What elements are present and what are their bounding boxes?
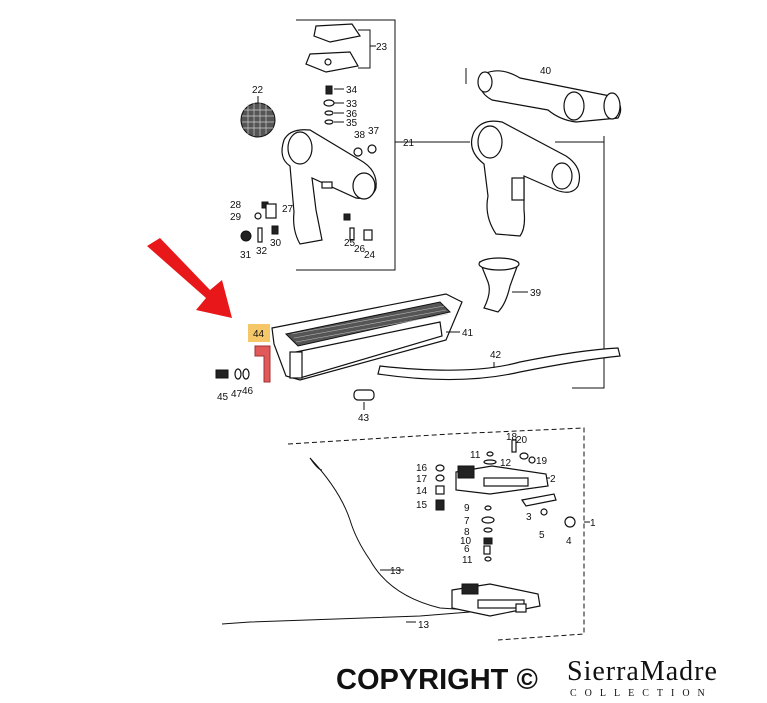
callout-44-highlight <box>248 324 270 342</box>
callout-40: 40 <box>540 66 552 77</box>
callout-32: 32 <box>256 246 268 257</box>
callout-30: 30 <box>270 238 282 249</box>
bracket-44 <box>254 345 271 383</box>
gasket-23-bottom <box>305 51 359 73</box>
callout-43: 43 <box>358 413 370 424</box>
callout-9: 9 <box>464 503 470 514</box>
brand-sub: COLLECTION <box>570 688 713 699</box>
gasket-23-top <box>313 23 361 43</box>
callout-2: 2 <box>550 474 556 485</box>
callout-6: 6 <box>464 544 470 555</box>
callout-36: 36 <box>346 109 358 120</box>
callout-35: 35 <box>346 118 358 129</box>
intake-housing-left <box>281 129 377 245</box>
callout-11-upper: 11 <box>470 450 481 461</box>
callout-38: 38 <box>354 130 366 141</box>
hardware-6-20 <box>435 439 536 562</box>
callout-15: 15 <box>416 500 428 511</box>
highlight-arrow <box>147 238 232 318</box>
callout-14: 14 <box>416 486 428 497</box>
callout-4: 4 <box>566 536 572 547</box>
callout-39: 39 <box>530 288 542 299</box>
callout-28: 28 <box>230 200 242 211</box>
air-cleaner-41 <box>271 293 463 381</box>
hose-42 <box>377 347 621 381</box>
boot-39 <box>478 257 520 313</box>
callout-19: 19 <box>536 456 548 467</box>
callout-37: 37 <box>368 126 380 137</box>
callout-18: 18 <box>506 432 518 443</box>
callout-20: 20 <box>516 435 528 446</box>
hardware-33-36 <box>323 85 335 125</box>
callout-47: 47 <box>231 389 243 400</box>
callout-13-lower: 13 <box>418 620 430 631</box>
callout-17: 17 <box>416 474 428 485</box>
cable-13 <box>309 457 471 611</box>
callout-27: 27 <box>282 204 294 215</box>
latch-assembly-lower <box>451 583 541 617</box>
callout-21: 21 <box>403 138 415 149</box>
nut-37 <box>367 144 377 154</box>
callout-26: 26 <box>354 244 366 255</box>
brand-logo: SierraMadre <box>567 656 718 687</box>
mesh-screen-22 <box>240 102 276 138</box>
lower-outline <box>287 427 585 641</box>
callout-34: 34 <box>346 85 358 96</box>
bracket-21 <box>296 19 396 271</box>
hardware-24-32 <box>240 201 373 243</box>
callout-33: 33 <box>346 99 358 110</box>
washer-38 <box>353 147 363 157</box>
tube-40 <box>477 70 622 123</box>
callout-8: 8 <box>464 527 470 538</box>
plug-43 <box>353 389 375 401</box>
callout-5: 5 <box>539 530 545 541</box>
bracket-right <box>572 136 605 389</box>
callout-29: 29 <box>230 212 242 223</box>
callout-31: 31 <box>240 250 252 261</box>
callout-45: 45 <box>217 392 229 403</box>
callout-44: 44 <box>253 329 265 340</box>
callout-13-upper: 13 <box>390 566 402 577</box>
callout-10: 10 <box>460 536 472 547</box>
callout-46: 46 <box>242 386 254 397</box>
latch-assembly-upper <box>455 465 576 528</box>
callout-3: 3 <box>526 512 532 523</box>
callout-42: 42 <box>490 350 502 361</box>
bracket-23 <box>358 29 371 69</box>
callout-11-lower: 11 <box>462 555 473 566</box>
callout-23: 23 <box>376 42 388 53</box>
callout-7: 7 <box>464 516 470 527</box>
callout-1: 1 <box>590 518 596 529</box>
intake-housing-right <box>471 120 581 237</box>
copyright-text: COPYRIGHT © <box>336 664 538 696</box>
callout-16: 16 <box>416 463 428 474</box>
hardware-45-47 <box>215 368 250 380</box>
callout-41: 41 <box>462 328 474 339</box>
callout-12: 12 <box>500 458 512 469</box>
callout-25: 25 <box>344 238 356 249</box>
callout-22: 22 <box>252 85 264 96</box>
callout-24: 24 <box>364 250 376 261</box>
